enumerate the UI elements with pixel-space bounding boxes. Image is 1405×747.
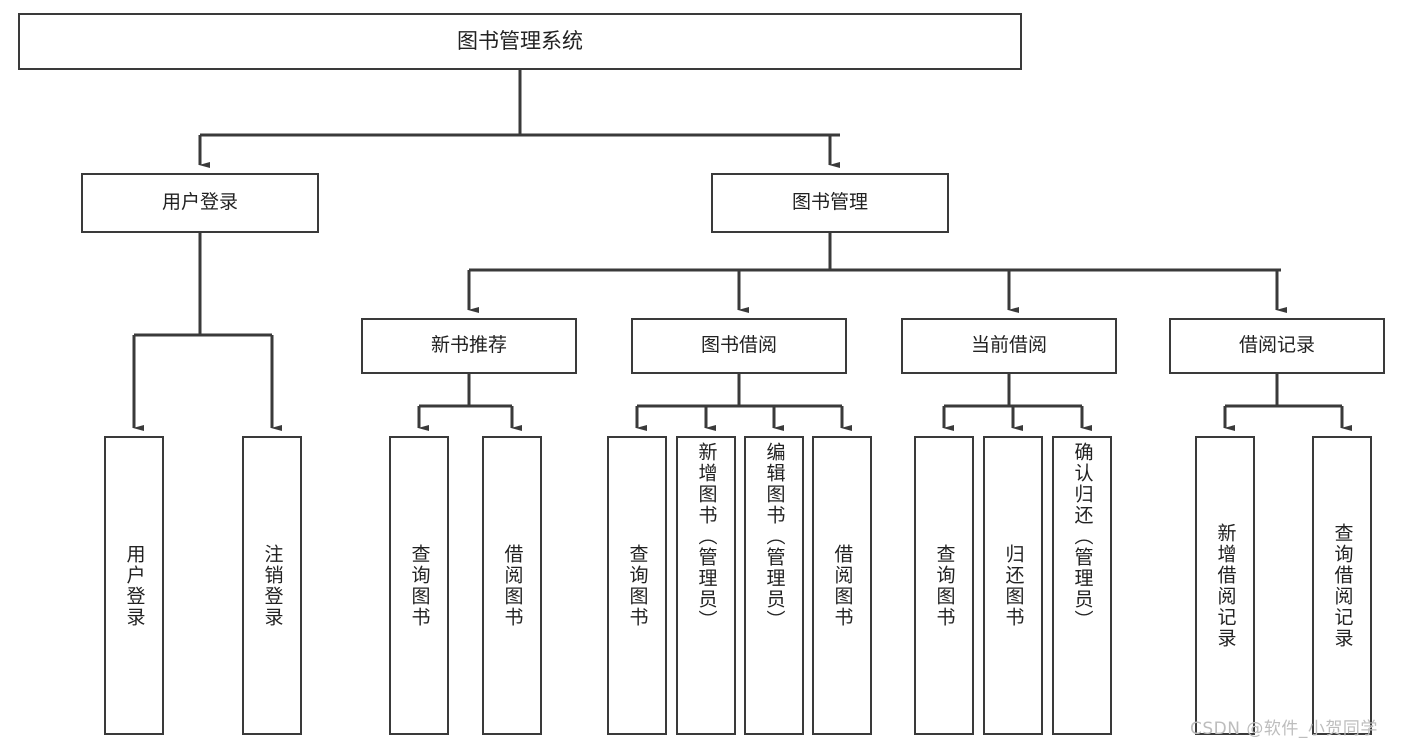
node-label: 注销登录 (261, 543, 284, 628)
node-label: 用户登录 (123, 543, 146, 628)
node-leaf-query-book-1[interactable]: 查询图书 (389, 436, 449, 735)
node-label: 新书推荐 (430, 334, 507, 357)
node-label: 归还图书 (1002, 543, 1025, 628)
node-leaf-add-record[interactable]: 新增借阅记录 (1195, 436, 1255, 735)
node-book-borrow[interactable]: 图书借阅 (631, 318, 847, 374)
node-leaf-return-book[interactable]: 归还图书 (983, 436, 1043, 735)
node-leaf-borrow-book-1[interactable]: 借阅图书 (482, 436, 542, 735)
node-label: 借阅记录 (1238, 334, 1315, 357)
node-leaf-query-book-3[interactable]: 查询图书 (914, 436, 974, 735)
node-label: 借阅图书 (831, 543, 854, 628)
node-label: 图书管理 (791, 191, 868, 214)
node-root-system[interactable]: 图书管理系统 (18, 13, 1022, 70)
node-label: 编辑图书（管理员） (763, 442, 786, 631)
node-label: 借阅图书 (501, 543, 524, 628)
node-label: 新增借阅记录 (1214, 522, 1237, 649)
node-current-borrow[interactable]: 当前借阅 (901, 318, 1117, 374)
node-label: 确认归还（管理员） (1071, 442, 1094, 631)
node-leaf-confirm-return[interactable]: 确认归还（管理员） (1052, 436, 1112, 735)
node-leaf-edit-book[interactable]: 编辑图书（管理员） (744, 436, 804, 735)
node-leaf-borrow-book-2[interactable]: 借阅图书 (812, 436, 872, 735)
node-leaf-logout[interactable]: 注销登录 (242, 436, 302, 735)
node-label: 查询借阅记录 (1331, 522, 1354, 649)
node-label: 查询图书 (626, 543, 649, 628)
node-label: 用户登录 (161, 191, 238, 214)
node-book-manage[interactable]: 图书管理 (711, 173, 949, 233)
node-leaf-add-book[interactable]: 新增图书（管理员） (676, 436, 736, 735)
node-user-login[interactable]: 用户登录 (81, 173, 319, 233)
node-borrow-record[interactable]: 借阅记录 (1169, 318, 1385, 374)
node-label: 图书管理系统 (457, 29, 583, 54)
node-label: 当前借阅 (970, 334, 1047, 357)
node-leaf-query-book-2[interactable]: 查询图书 (607, 436, 667, 735)
node-new-book-recommend[interactable]: 新书推荐 (361, 318, 577, 374)
node-label: 查询图书 (933, 543, 956, 628)
node-leaf-query-record[interactable]: 查询借阅记录 (1312, 436, 1372, 735)
node-label: 新增图书（管理员） (695, 442, 718, 631)
node-label: 图书借阅 (700, 334, 777, 357)
node-label: 查询图书 (408, 543, 431, 628)
node-leaf-user-login[interactable]: 用户登录 (104, 436, 164, 735)
